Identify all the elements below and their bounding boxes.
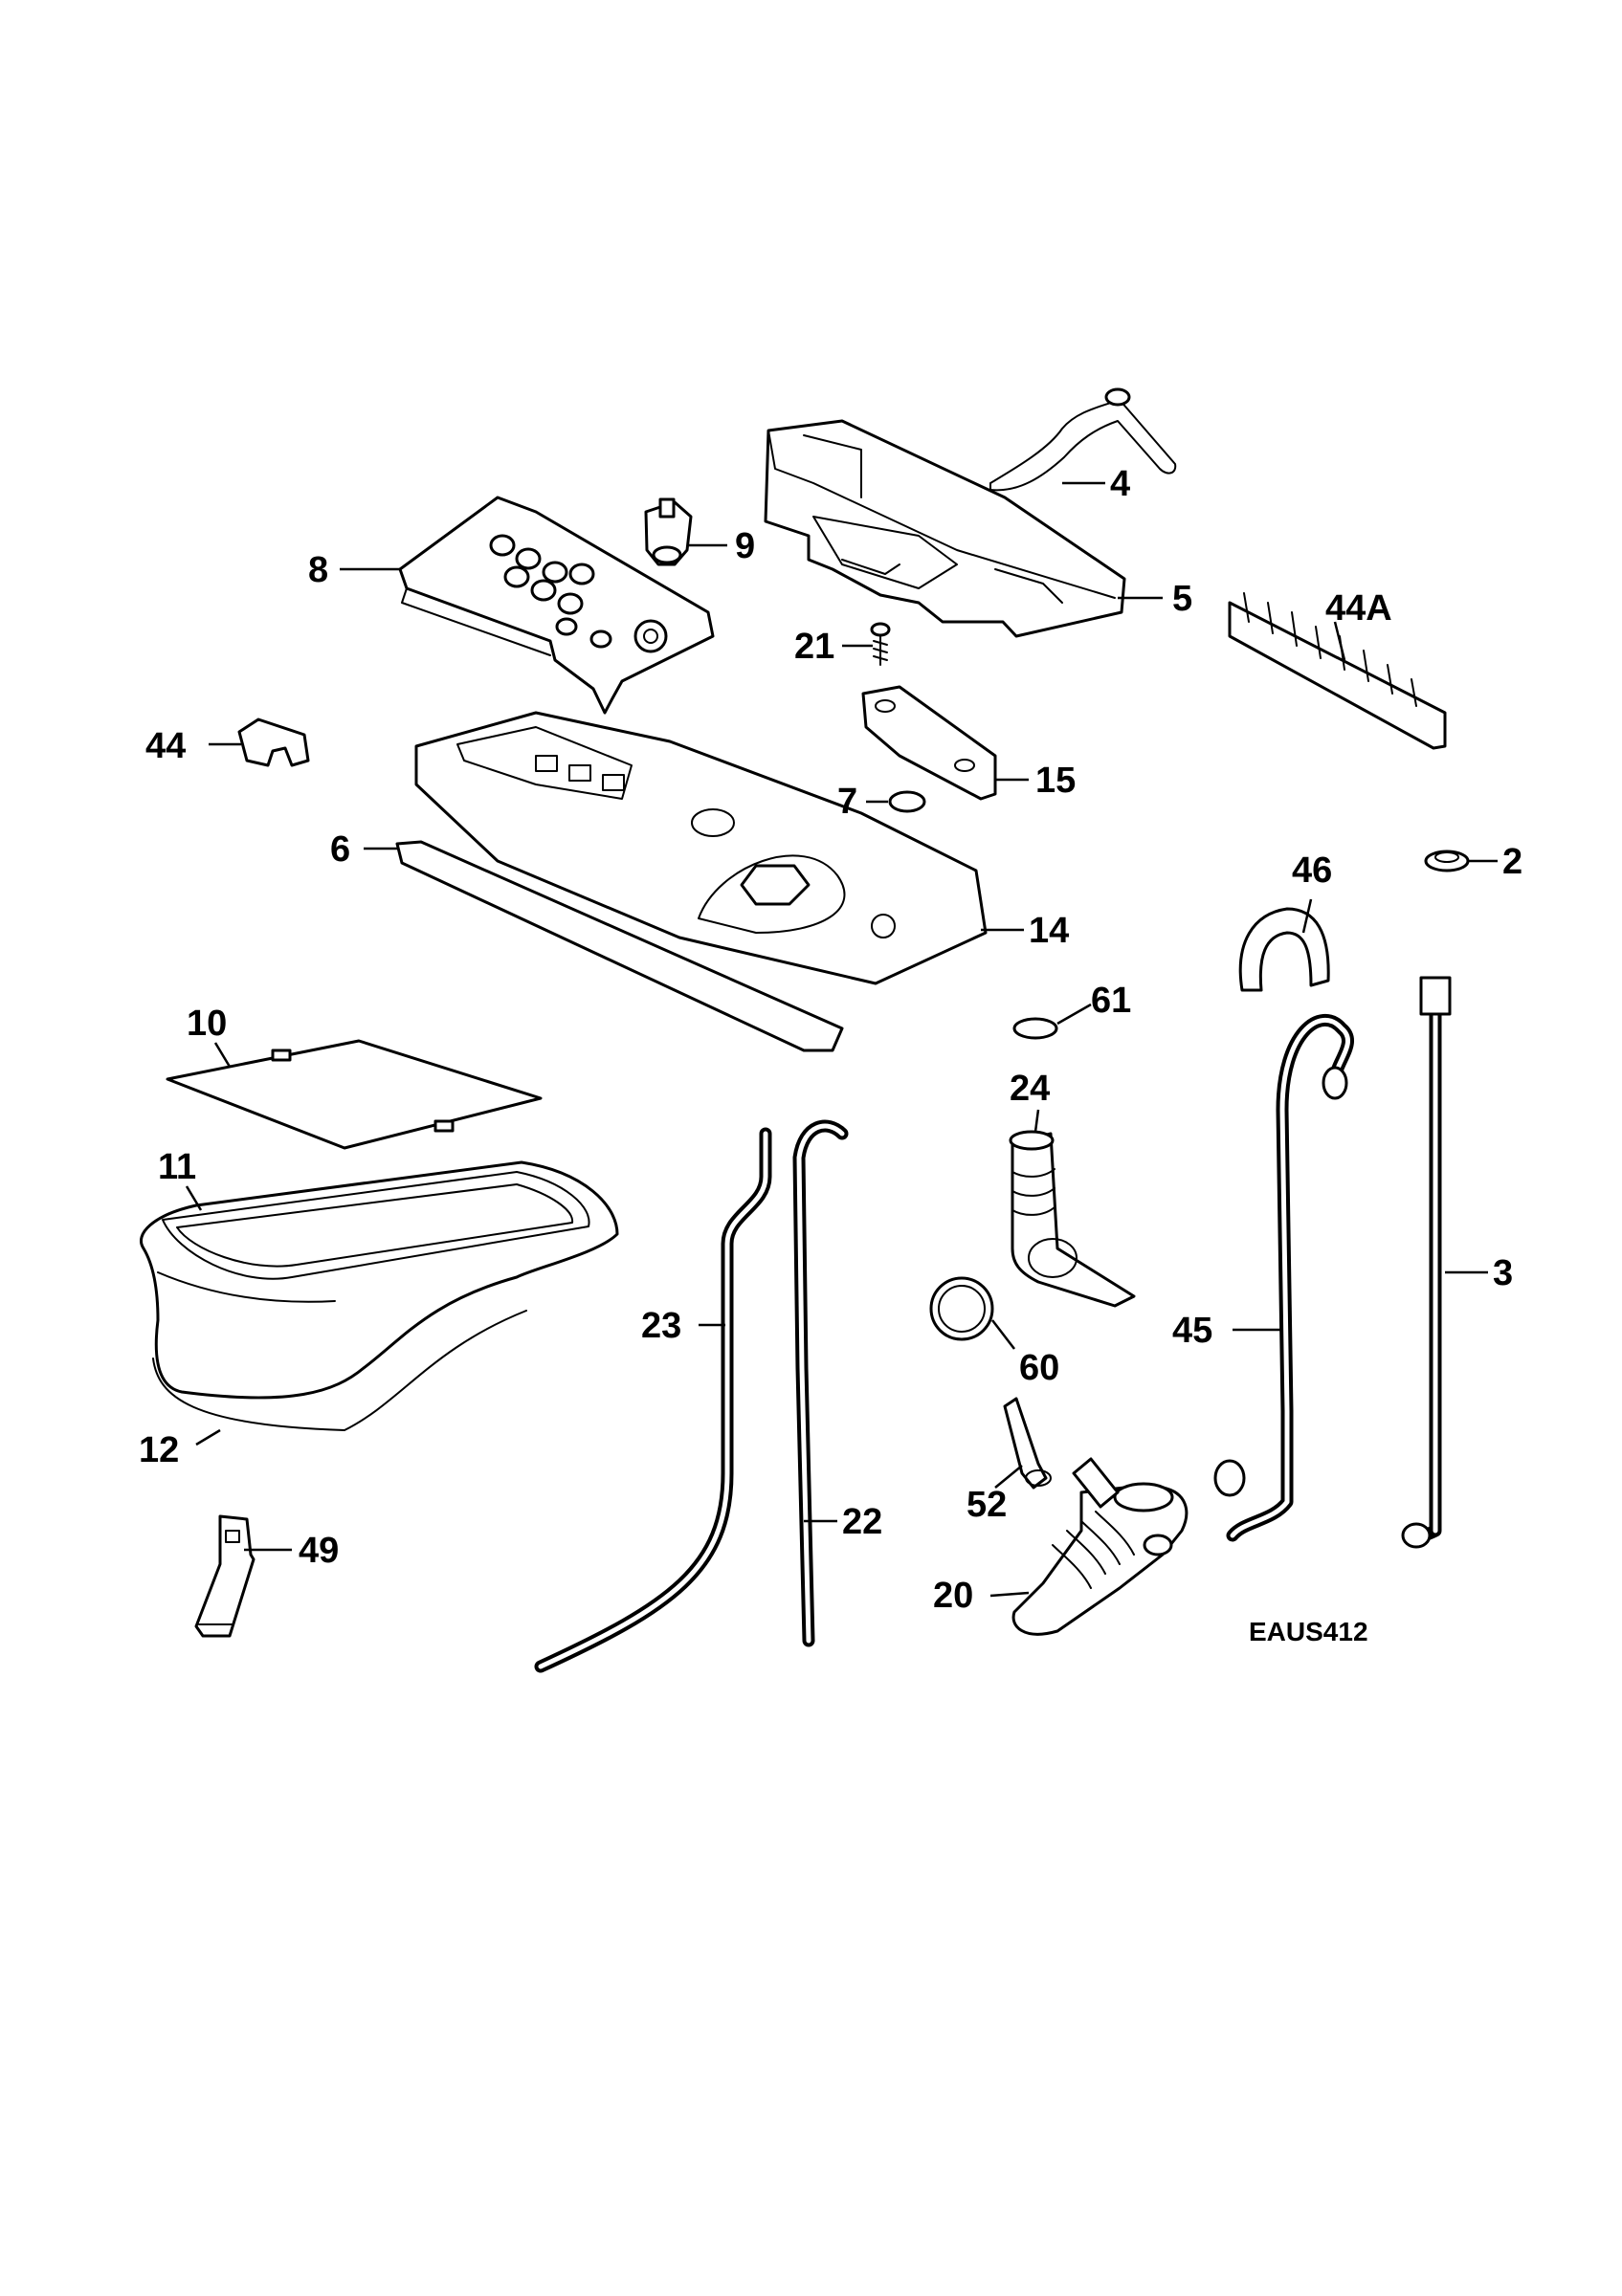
- panel-8-buttons: [489, 534, 668, 653]
- callout-60: 60: [1019, 1348, 1059, 1388]
- leader-lines: [185, 481, 1498, 1598]
- callout-2: 2: [1502, 842, 1522, 882]
- part-2-plug: [1424, 850, 1470, 872]
- callout-10: 10: [187, 1004, 227, 1044]
- part-24-bellows: [1009, 1130, 1136, 1308]
- part-21-screw: [870, 622, 891, 666]
- part-11-tub-ring: [140, 1160, 619, 1400]
- part-52-fitting: [1003, 1397, 1052, 1490]
- part-49-bracket: [194, 1514, 256, 1638]
- part-22-hose: [792, 1119, 849, 1647]
- callout-3: 3: [1493, 1253, 1513, 1293]
- part-12-gasket: [152, 1310, 527, 1431]
- callout-22: 22: [842, 1502, 882, 1542]
- part-61-clamp: [1012, 1017, 1058, 1040]
- callout-44: 44: [145, 726, 186, 766]
- part-7-o-ring: [888, 790, 926, 813]
- part-60-clamp-ring: [929, 1276, 994, 1341]
- part-45-drain-hose: [1213, 1013, 1354, 1542]
- part-44-clip: [237, 718, 310, 767]
- part-4-wire-bracket: [989, 387, 1177, 492]
- part-15-support: [861, 685, 997, 801]
- part-14-top-plate: [414, 711, 988, 985]
- part-20-drain-elbow: [1011, 1457, 1189, 1636]
- callout-61: 61: [1091, 981, 1131, 1021]
- callout-7: 7: [837, 782, 857, 822]
- callout-14: 14: [1029, 911, 1069, 951]
- callout-4: 4: [1110, 464, 1130, 504]
- callout-20: 20: [933, 1576, 973, 1616]
- part-46-hose-guide: [1238, 907, 1330, 992]
- callout-9: 9: [735, 526, 755, 566]
- callout-12: 12: [139, 1430, 179, 1470]
- callout-6: 6: [330, 829, 350, 870]
- callout-8: 8: [308, 550, 328, 590]
- callout-15: 15: [1035, 761, 1076, 801]
- callout-49: 49: [299, 1531, 339, 1571]
- callout-labels: 4 5 8 9 21 44A 44 15 7 6 2 46 14 10 61 2…: [139, 464, 1522, 1646]
- part-10-lid: [166, 1039, 543, 1150]
- callout-45: 45: [1172, 1311, 1212, 1351]
- diagram-code: EAUS412: [1249, 1617, 1368, 1646]
- callout-21: 21: [794, 627, 834, 667]
- callout-46: 46: [1292, 850, 1332, 891]
- part-9-selector-knob: [644, 497, 693, 566]
- part-3-inlet-hose: [1401, 976, 1452, 1549]
- callout-11: 11: [158, 1147, 196, 1187]
- part-8-control-panel: [398, 496, 715, 715]
- part-44a-rail: [1228, 592, 1447, 750]
- callout-23: 23: [641, 1306, 681, 1346]
- part-23-hose: [534, 1127, 772, 1673]
- callout-5: 5: [1172, 579, 1192, 619]
- callout-52: 52: [967, 1485, 1007, 1525]
- part-6-strip: [395, 840, 844, 1052]
- callout-44a: 44A: [1325, 588, 1392, 629]
- callout-24: 24: [1010, 1069, 1050, 1109]
- part-5-console-frame: [764, 419, 1126, 638]
